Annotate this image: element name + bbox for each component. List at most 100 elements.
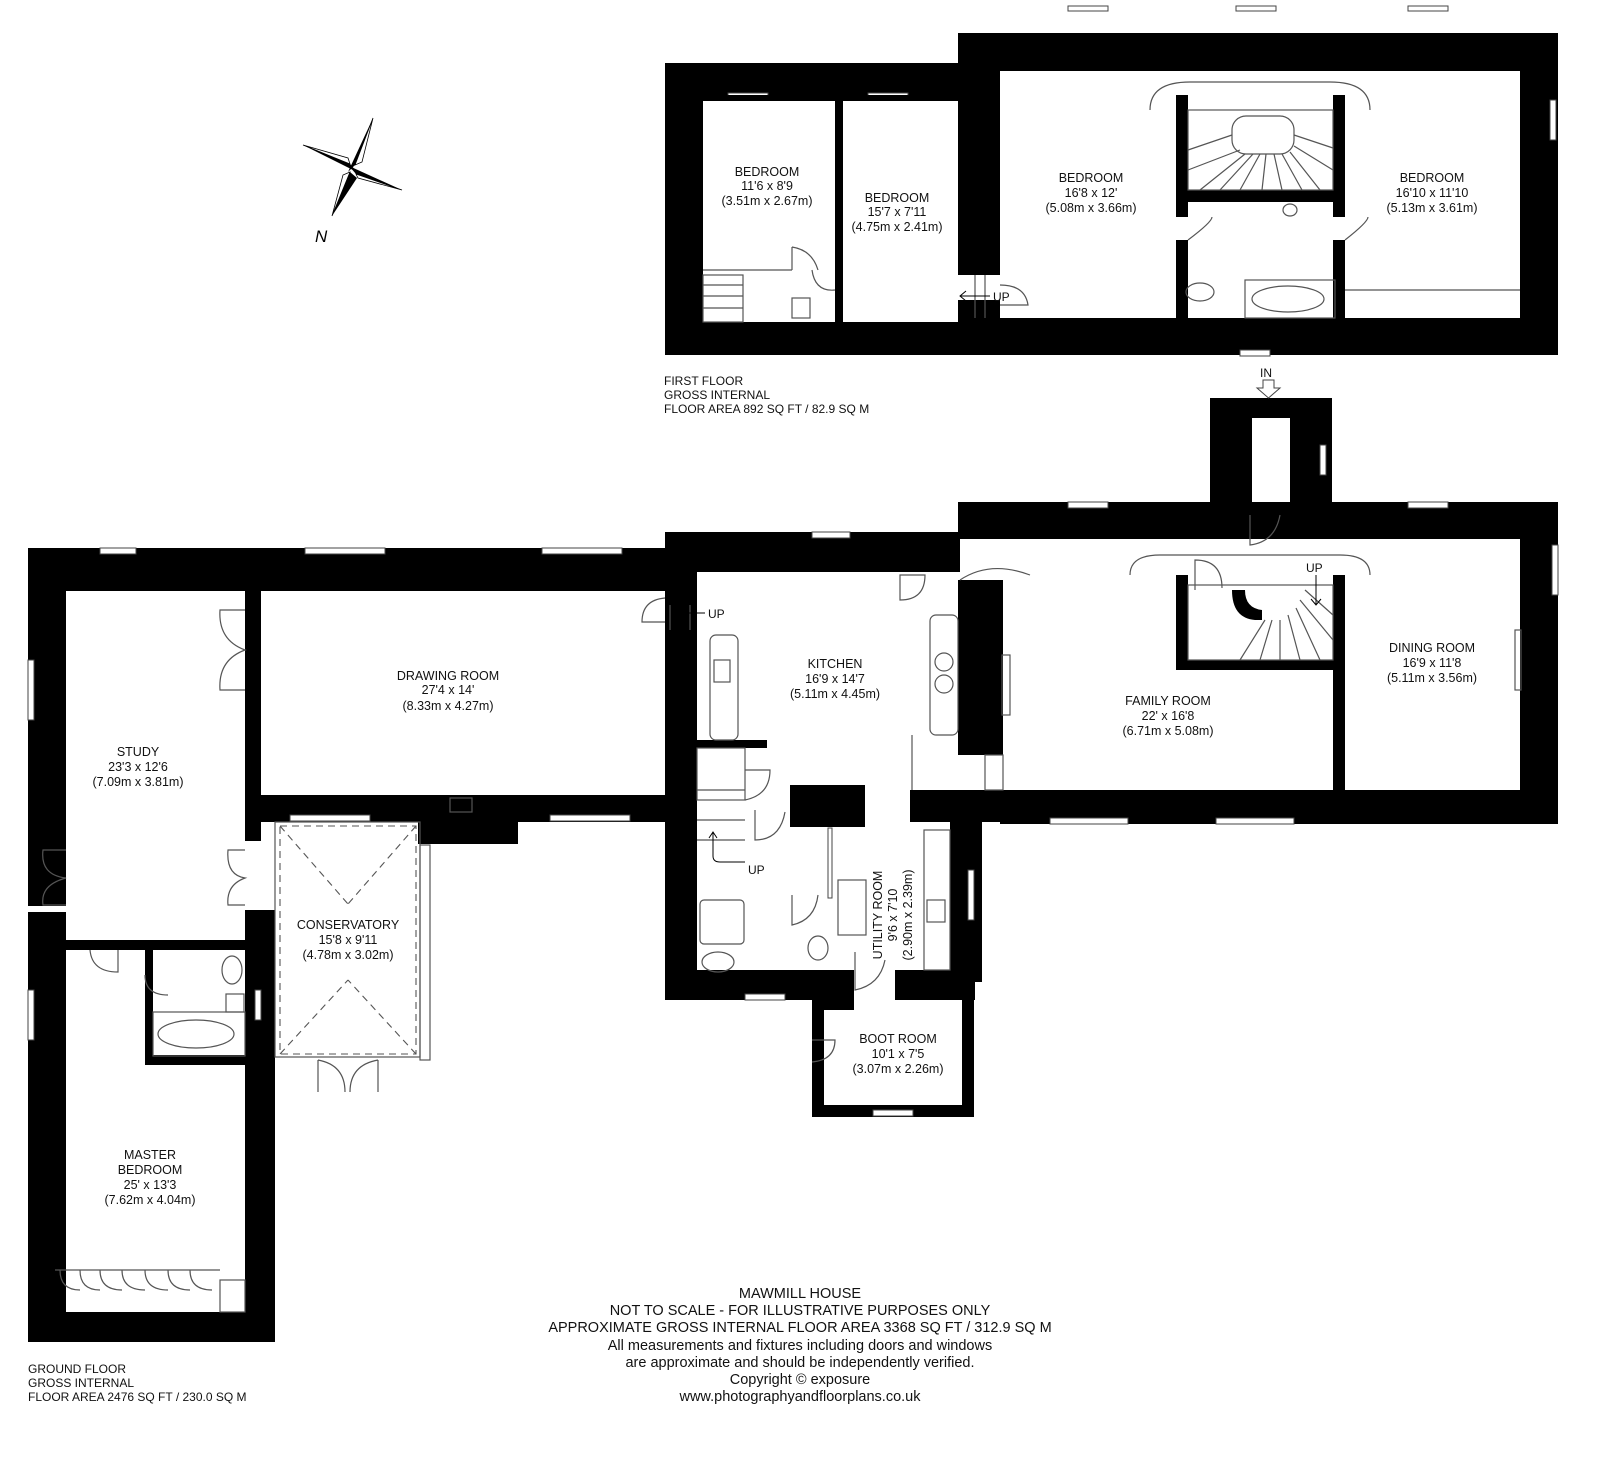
toilet-icon bbox=[701, 951, 735, 973]
disclaimer-line-1: All measurements and fixtures including … bbox=[607, 1337, 993, 1354]
svg-text:(4.78m x 3.02m): (4.78m x 3.02m) bbox=[302, 948, 393, 962]
sink-icon bbox=[807, 935, 829, 961]
svg-text:UP: UP bbox=[993, 290, 1010, 304]
svg-text:15'7 x 7'11: 15'7 x 7'11 bbox=[868, 205, 927, 219]
svg-text:16'9 x 11'8: 16'9 x 11'8 bbox=[1403, 656, 1462, 670]
shower-icon bbox=[699, 899, 745, 945]
svg-text:(3.51m x 2.67m): (3.51m x 2.67m) bbox=[721, 194, 812, 208]
room-bedroom-4: BEDROOM 16'10 x 11'10 (5.13m x 3.61m) bbox=[1386, 171, 1477, 215]
sink-icon bbox=[1282, 203, 1298, 217]
svg-text:BEDROOM: BEDROOM bbox=[1400, 171, 1465, 185]
conservatory-outline bbox=[274, 821, 431, 1093]
svg-text:(5.11m x 3.56m): (5.11m x 3.56m) bbox=[1387, 671, 1477, 685]
compass-north-label: N bbox=[315, 227, 328, 246]
stair-up: UP bbox=[959, 275, 1010, 318]
svg-text:(5.11m x 4.45m): (5.11m x 4.45m) bbox=[790, 687, 880, 701]
property-name: MAWMILL HOUSE bbox=[738, 1286, 862, 1302]
kitchen-counter bbox=[709, 634, 739, 741]
svg-text:(3.07m x 2.26m): (3.07m x 2.26m) bbox=[852, 1062, 943, 1076]
room-family-room: FAMILY ROOM 22' x 16'8 (6.71m x 5.08m) bbox=[1122, 694, 1213, 738]
svg-text:16'8 x 12': 16'8 x 12' bbox=[1065, 186, 1118, 200]
room-conservatory: CONSERVATORY 15'8 x 9'11 (4.78m x 3.02m) bbox=[297, 918, 400, 962]
svg-text:MASTER: MASTER bbox=[124, 1148, 176, 1162]
sink-icon bbox=[926, 899, 946, 923]
copyright: Copyright © exposure bbox=[729, 1372, 871, 1389]
svg-text:UP: UP bbox=[1306, 561, 1323, 575]
wardrobe bbox=[55, 1269, 246, 1313]
svg-text:FAMILY ROOM: FAMILY ROOM bbox=[1125, 694, 1211, 708]
staircase bbox=[1149, 81, 1371, 191]
entrance-arrow-icon: IN bbox=[1255, 366, 1282, 399]
room-bedroom-1: BEDROOM 11'6 x 8'9 (3.51m x 2.67m) bbox=[721, 165, 812, 208]
bath-surround bbox=[152, 1011, 246, 1057]
website-link[interactable]: www.photographyandfloorplans.co.uk bbox=[679, 1389, 921, 1406]
svg-text:UP: UP bbox=[748, 863, 765, 877]
toilet-icon bbox=[221, 955, 243, 985]
svg-text:(4.75m x 2.41m): (4.75m x 2.41m) bbox=[851, 220, 942, 234]
svg-text:CONSERVATORY: CONSERVATORY bbox=[297, 918, 400, 932]
first-floor-plan: UP BEDROOM 11'6 x 8'9 (3.51m x 2.67m) BE… bbox=[665, 5, 1558, 357]
svg-text:22' x 16'8: 22' x 16'8 bbox=[1142, 709, 1195, 723]
disclaimer-line-2: are approximate and should be independen… bbox=[625, 1354, 975, 1371]
svg-text:BOOT ROOM: BOOT ROOM bbox=[859, 1032, 937, 1046]
hob-icon bbox=[934, 674, 954, 694]
staircase bbox=[702, 269, 792, 323]
svg-text:(8.33m x 4.27m): (8.33m x 4.27m) bbox=[402, 699, 493, 713]
svg-text:(5.13m x 3.61m): (5.13m x 3.61m) bbox=[1386, 201, 1477, 215]
svg-text:16'9 x 14'7: 16'9 x 14'7 bbox=[805, 672, 865, 686]
svg-text:(5.08m x 3.66m): (5.08m x 3.66m) bbox=[1045, 201, 1136, 215]
svg-text:BEDROOM: BEDROOM bbox=[865, 191, 930, 205]
sink-icon bbox=[713, 659, 731, 683]
door[interactable] bbox=[791, 216, 1369, 306]
svg-text:KITCHEN: KITCHEN bbox=[808, 657, 863, 671]
stair-up: UP bbox=[669, 605, 725, 630]
door[interactable] bbox=[42, 514, 1281, 1063]
svg-text:UTILITY ROOM: UTILITY ROOM bbox=[871, 871, 885, 960]
svg-text:DRAWING ROOM: DRAWING ROOM bbox=[397, 669, 499, 683]
svg-text:23'3 x 12'6: 23'3 x 12'6 bbox=[108, 760, 168, 774]
room-study: STUDY 23'3 x 12'6 (7.09m x 3.81m) bbox=[92, 745, 183, 789]
svg-text:15'8 x 9'11: 15'8 x 9'11 bbox=[319, 933, 378, 947]
shower-icon bbox=[791, 297, 811, 319]
kitchen-counter bbox=[929, 614, 959, 736]
bathtub-icon bbox=[1251, 285, 1325, 313]
svg-text:27'4 x 14': 27'4 x 14' bbox=[422, 683, 475, 697]
svg-text:BEDROOM: BEDROOM bbox=[1059, 171, 1124, 185]
ground-floor-caption: GROUND FLOOR GROSS INTERNAL FLOOR AREA 2… bbox=[28, 1362, 247, 1404]
room-utility-room: UTILITY ROOM 9'6 x 7'10 (2.90m x 2.39m) bbox=[871, 869, 915, 960]
svg-text:25' x 13'3: 25' x 13'3 bbox=[124, 1178, 177, 1192]
total-area: APPROXIMATE GROSS INTERNAL FLOOR AREA 33… bbox=[548, 1320, 1052, 1337]
svg-text:10'1 x 7'5: 10'1 x 7'5 bbox=[872, 1047, 925, 1061]
room-boot-room: BOOT ROOM 10'1 x 7'5 (3.07m x 2.26m) bbox=[852, 1032, 943, 1076]
utility-counter bbox=[923, 829, 951, 971]
svg-text:DINING ROOM: DINING ROOM bbox=[1389, 641, 1475, 655]
disclaimer-notes: MAWMILL HOUSE NOT TO SCALE - FOR ILLUSTR… bbox=[520, 1286, 1080, 1406]
svg-text:BEDROOM: BEDROOM bbox=[735, 165, 800, 179]
room-bedroom-2: BEDROOM 15'7 x 7'11 (4.75m x 2.41m) bbox=[851, 191, 942, 234]
window bbox=[27, 444, 1559, 1117]
svg-text:16'10 x 11'10: 16'10 x 11'10 bbox=[1396, 186, 1469, 200]
first-floor-caption: FIRST FLOOR GROSS INTERNAL FLOOR AREA 89… bbox=[664, 374, 870, 416]
room-dining-room: DINING ROOM 16'9 x 11'8 (5.11m x 3.56m) bbox=[1387, 641, 1477, 685]
svg-text:BEDROOM: BEDROOM bbox=[118, 1163, 183, 1177]
room-bedroom-3: BEDROOM 16'8 x 12' (5.08m x 3.66m) bbox=[1045, 171, 1136, 215]
toilet-icon bbox=[1185, 282, 1215, 302]
room-kitchen: KITCHEN 16'9 x 14'7 (5.11m x 4.45m) bbox=[790, 657, 880, 701]
svg-text:IN: IN bbox=[1260, 366, 1272, 380]
staircase: UP bbox=[1129, 554, 1371, 661]
svg-text:(7.62m x 4.04m): (7.62m x 4.04m) bbox=[104, 1193, 195, 1207]
sink-icon bbox=[225, 993, 245, 1013]
svg-text:STUDY: STUDY bbox=[117, 745, 160, 759]
hob-icon bbox=[934, 652, 954, 672]
room-master-bedroom: MASTER BEDROOM 25' x 13'3 (7.62m x 4.04m… bbox=[104, 1148, 195, 1207]
svg-text:(7.09m x 3.81m): (7.09m x 3.81m) bbox=[92, 775, 183, 789]
svg-text:UP: UP bbox=[708, 607, 725, 621]
svg-text:(2.90m x 2.39m): (2.90m x 2.39m) bbox=[901, 869, 915, 960]
ground-floor-plan: UP UP UP IN bbox=[27, 366, 1559, 1342]
svg-text:(6.71m x 5.08m): (6.71m x 5.08m) bbox=[1122, 724, 1213, 738]
staircase: UP bbox=[696, 747, 765, 877]
scale-note: NOT TO SCALE - FOR ILLUSTRATIVE PURPOSES… bbox=[609, 1303, 991, 1320]
svg-text:11'6 x 8'9: 11'6 x 8'9 bbox=[741, 179, 793, 193]
room-drawing-room: DRAWING ROOM 27'4 x 14' (8.33m x 4.27m) bbox=[397, 669, 499, 713]
